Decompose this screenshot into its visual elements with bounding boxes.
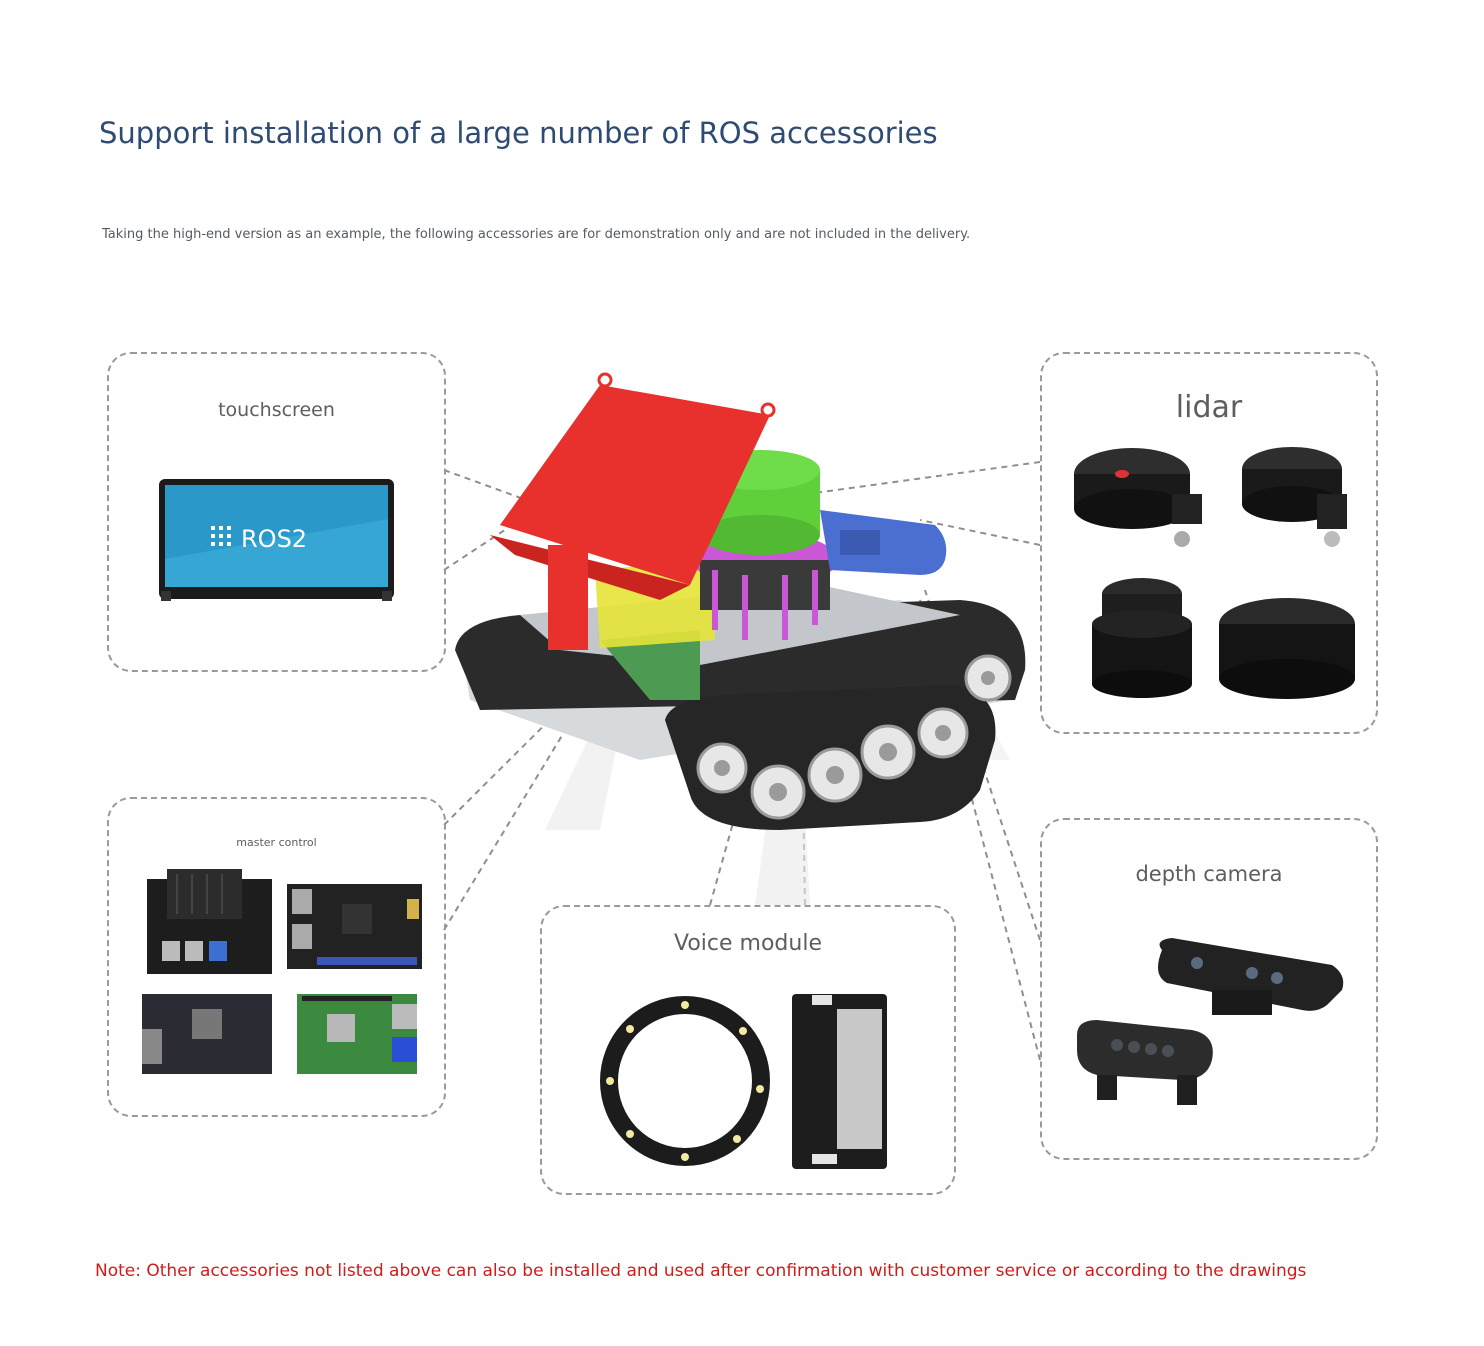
master-control-label: master control (236, 836, 317, 849)
voice-module-label: Voice module (674, 931, 822, 956)
connector-lidar (799, 461, 1041, 496)
depth-camera-panel: depth camera (1040, 818, 1378, 1160)
touchscreen-icon: ROS2 (159, 479, 394, 601)
touchscreen-screen-text: ROS2 (241, 525, 307, 553)
lidar-panel: lidar (1040, 352, 1378, 734)
robot-tank-icon (455, 585, 1026, 830)
lidar-label: lidar (1175, 390, 1243, 425)
page-subtitle: Taking the high-end version as an exampl… (102, 227, 971, 242)
depth-camera-icon (1077, 938, 1344, 1105)
depth-camera-label: depth camera (1135, 862, 1283, 886)
page-title: Support installation of a large number o… (99, 116, 938, 150)
connector-master-control-2 (443, 639, 621, 931)
touchscreen-highlight (500, 385, 770, 585)
connector-touchscreen-2 (443, 519, 521, 571)
touchscreen-label: touchscreen (218, 399, 335, 421)
touchscreen-panel: touchscreen ROS2 (107, 352, 446, 672)
voice-module-panel: Voice module (540, 905, 956, 1195)
connector-master-control (443, 629, 641, 826)
lidar-icon (1074, 447, 1355, 699)
master-control-panel: master control (107, 797, 446, 1117)
camera-highlight (820, 510, 947, 575)
master-control-icon (142, 869, 422, 1074)
voice-module-icon (600, 994, 887, 1169)
connector-lidar-2 (919, 519, 1041, 546)
footer-note: Note: Other accessories not listed above… (95, 1261, 1307, 1281)
